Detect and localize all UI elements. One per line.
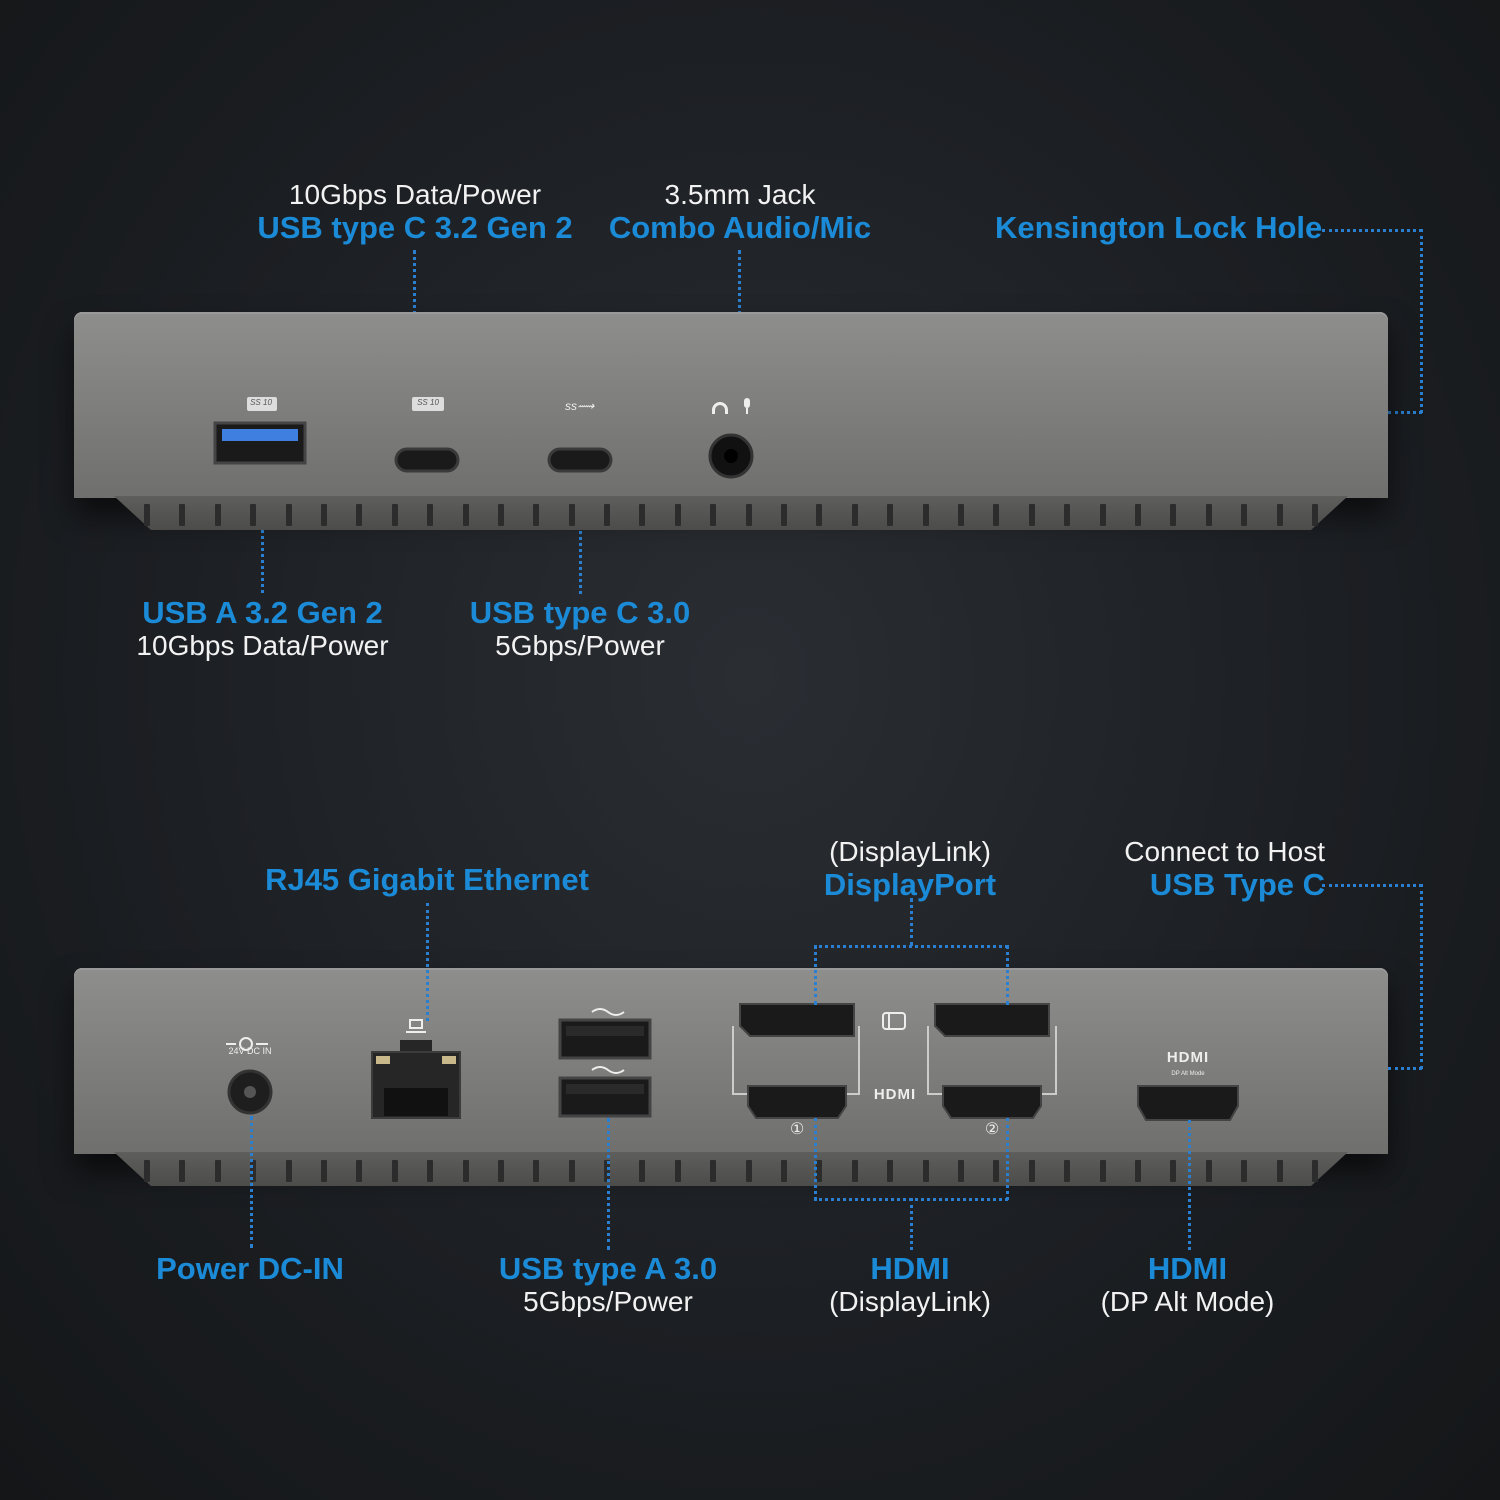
microphone-icon [744,398,750,408]
hdmi-logo: HDMI [873,1086,917,1103]
leader-dp-right [1006,945,1009,1005]
host-sub: Connect to Host [1124,836,1325,867]
usb-c-30-label: USB type C 3.0 5Gbps/Power [460,596,700,662]
superspeed-icon [591,1066,625,1074]
rj45-title: RJ45 Gigabit Ethernet [265,862,589,897]
headphone-icon [712,402,728,414]
usb-a-gen2-speed: 10Gbps Data/Power [136,630,389,661]
usb-a-gen2-mark: SS 10 [250,398,272,407]
hdmi-alt-title: HDMI [1147,1251,1228,1286]
leader-hdmi-left [814,1118,817,1200]
displayport-logo-icon [882,1012,906,1030]
rj45-label: RJ45 Gigabit Ethernet [262,863,592,896]
dp-alt-mark: DP Alt Mode [1171,1071,1205,1077]
usb-c-gen2-label: 10Gbps Data/Power USB type C 3.2 Gen 2 [255,178,575,244]
usb-a-30-title: USB type A 3.0 [498,1251,718,1286]
audio-jack-label: 3.5mm Jack Combo Audio/Mic [600,178,880,244]
usb-c-gen2-speed: 10Gbps Data/Power [288,179,542,210]
displayport-sub: (DisplayLink) [829,836,991,867]
usb-c-gen2-mark: SS 10 [417,398,439,407]
leader-kensington-h2 [1388,411,1422,414]
dock-rear-vents [144,1160,1318,1182]
leader-hdmi-alt [1188,1120,1191,1250]
usb-a-gen2-port [213,397,307,465]
dock-rear-base [114,1152,1348,1186]
kensington-title: Kensington Lock Hole [995,210,1323,245]
host-title: USB Type C [1149,867,1325,902]
leader-hdmi-stem [910,1198,913,1250]
dock-rear-panel [74,968,1388,1186]
audio-jack-size: 3.5mm Jack [664,179,816,210]
leader-dp-left [814,945,817,1005]
superspeed-icon [591,1008,625,1016]
leader-kensington-v [1420,229,1423,413]
power-dc-port [226,1037,273,1115]
hdmi-dl-sub: (DisplayLink) [829,1286,991,1317]
displayport-label: (DisplayLink) DisplayPort [790,835,1030,901]
display-number-2: ② [984,1121,1000,1138]
display-number-1: ① [789,1121,805,1138]
leader-host-h2 [1388,1067,1422,1070]
leader-usb-c-30 [579,472,582,594]
leader-hdmi-right [1006,1118,1009,1200]
usb-a-gen2-title: USB A 3.2 Gen 2 [142,595,383,630]
usb-c-30-port: ss⟿ [547,399,613,473]
usb-a-gen2-label: USB A 3.2 Gen 2 10Gbps Data/Power [120,596,405,662]
audio-jack-port [708,398,754,479]
displayport-title: DisplayPort [823,867,997,902]
usb-c-30-speed: 5Gbps/Power [495,630,665,661]
hdmi-dl-title: HDMI [870,1251,950,1286]
power-title: Power DC-IN [156,1251,344,1286]
leader-dp-stem [910,898,913,946]
display-group-2 [927,1003,1057,1119]
leader-power [250,1116,253,1248]
usb-a-30-speed: 5Gbps/Power [523,1286,693,1317]
leader-dp-bar [814,945,1008,948]
rj45-port [371,1019,461,1119]
leader-usb-a-30 [607,1118,610,1250]
dock-front-vents [144,504,1318,526]
usb-c-gen2-port [394,397,460,473]
hdmi-alt-logo: HDMI [1166,1049,1210,1066]
usb-c-30-title: USB type C 3.0 [469,595,691,630]
dc-polarity-icon [226,1037,268,1051]
leader-rj45 [426,903,429,1021]
audio-jack-title: Combo Audio/Mic [608,210,872,245]
display-group-1 [732,1003,860,1119]
host-label: Connect to Host USB Type C [1095,835,1325,901]
power-label: Power DC-IN [140,1252,360,1285]
svg-text:ss⟿: ss⟿ [565,399,595,413]
kensington-label: Kensington Lock Hole [995,210,1323,245]
dock-front-base [114,496,1348,530]
dc-in-mark: 24V DC IN [228,1046,272,1056]
hdmi-alt-sub: (DP Alt Mode) [1100,1286,1275,1317]
leader-host-h [1322,884,1422,887]
usb-c-gen2-title: USB type C 3.2 Gen 2 [257,210,573,245]
usb-a-30-ports [558,1008,652,1118]
hdmi-dl-label: HDMI (DisplayLink) [810,1252,1010,1318]
usb-a-30-label: USB type A 3.0 5Gbps/Power [488,1252,728,1318]
hdmi-alt-label: HDMI (DP Alt Mode) [1085,1252,1290,1318]
hdmi-alt-port [1137,1085,1239,1121]
leader-kensington-h [1322,229,1422,232]
leader-host-v [1420,884,1423,1069]
network-icon [406,1019,426,1033]
